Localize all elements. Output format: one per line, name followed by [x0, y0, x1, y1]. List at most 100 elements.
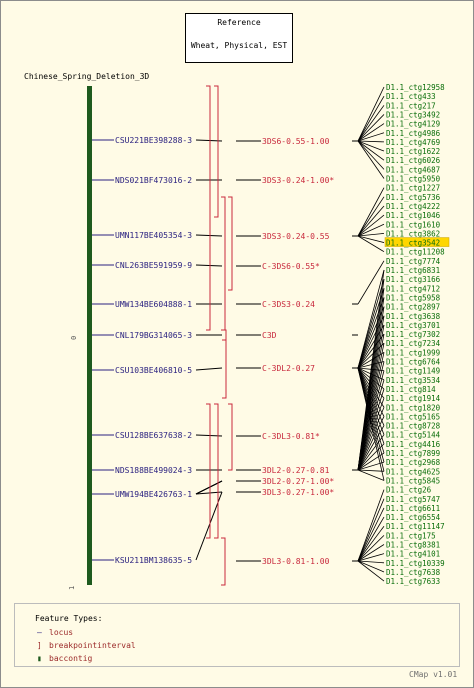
contig-label: D1.1_ctg5845	[386, 476, 440, 485]
contig-label: D1.1_ctg11147	[386, 522, 445, 531]
contig-link-line	[357, 443, 385, 471]
contig-label: D1.1_ctg5144	[386, 431, 441, 440]
contig-label: D1.1_ctg1227	[386, 184, 440, 193]
interval-label: C-3DL2-0.27	[262, 364, 315, 373]
contig-link-line	[357, 544, 385, 562]
breakpoint-bracket	[214, 403, 219, 539]
locus-label: KSU211BM138635-5	[115, 556, 192, 565]
interval-label: C-3DS3-0.24	[262, 300, 315, 309]
comparative-map-diagram: Chinese_Spring_Deletion_3D01CSU221BE3982…	[24, 72, 450, 590]
interval-label: C-3DS6-0.55*	[262, 262, 320, 271]
contig-link-line	[357, 95, 385, 142]
contig-link-line	[357, 196, 385, 237]
interval-label: 3DS6-0.55-1.00	[262, 137, 330, 146]
interval-label: C-3DL3-0.81*	[262, 432, 320, 441]
contig-link-line	[357, 205, 385, 237]
interval-label: C3D	[262, 331, 277, 340]
contig-label: D1.1_ctg4687	[386, 165, 440, 174]
contig-label: D1.1_ctg4222	[386, 202, 440, 211]
breakpoint-bracket	[206, 85, 211, 331]
contig-link-line	[357, 132, 385, 142]
contig-label: D1.1_ctg1610	[386, 220, 441, 229]
contig-label: D1.1_ctg3862	[386, 229, 440, 238]
interval-label: 3DS3-0.24-1.00*	[262, 176, 334, 185]
locus-interval-link	[195, 264, 223, 267]
contig-link-line	[357, 416, 385, 471]
contig-link-line	[357, 105, 385, 142]
version-label: CMap v1.01	[409, 670, 458, 679]
locus-label: UMW134BE604888-1	[115, 300, 192, 309]
contig-link-line	[357, 407, 385, 471]
locus-label: CSU103BE406810-5	[115, 366, 192, 375]
breakpoint-bracket	[214, 85, 219, 218]
breakpoint-bracket	[206, 403, 211, 539]
contig-link-line	[357, 535, 385, 562]
contig-label: D1.1_ctg5747	[386, 495, 440, 504]
locus-label: NDS021BF473016-2	[115, 176, 192, 185]
contig-label: D1.1_ctg4625	[386, 467, 440, 476]
contig-label: D1.1_ctg5958	[386, 293, 441, 302]
interval-label: 3DL3-0.27-1.00*	[262, 488, 334, 497]
contig-link-line	[357, 469, 385, 481]
legend-item-locus: —locus	[37, 628, 74, 637]
contig-link-line	[357, 560, 385, 564]
contig-label: D1.1_ctg3492	[386, 110, 440, 119]
locus-label: NDS188BE499024-3	[115, 466, 192, 475]
breakpoint-bracket	[228, 403, 233, 471]
locus-label: CNL263BE591959-9	[115, 261, 192, 270]
contig-label: D1.1_ctg814	[386, 385, 436, 394]
breakpoint-bracket	[221, 196, 226, 331]
contig-label: D1.1_ctg8728	[386, 422, 441, 431]
contig-link-line	[357, 498, 385, 562]
bar-icon: ▮	[37, 654, 42, 663]
contig-label: D1.1_ctg3534	[386, 376, 441, 385]
legend: Feature Types: —locus ]breakpointinterva…	[14, 603, 460, 667]
map-title: Chinese_Spring_Deletion_3D	[24, 72, 149, 81]
contig-link-line	[357, 553, 385, 562]
contig-label: D1.1_ctg7633	[386, 577, 440, 586]
contig-label: D1.1_ctg7638	[386, 568, 441, 577]
contig-link-line	[357, 370, 385, 471]
contig-link-line	[357, 233, 385, 237]
locus-label: CSU221BE398288-3	[115, 136, 192, 145]
contig-link-line	[357, 560, 385, 582]
locus-label: UMN117BE405354-3	[115, 231, 192, 240]
contig-link-line	[357, 425, 385, 471]
contig-label: D1.1_ctg175	[386, 531, 436, 540]
contig-link-line	[357, 525, 385, 562]
scale-end-label: 1	[68, 586, 76, 590]
locus-label: CSU128BE637638-2	[115, 431, 192, 440]
bracket-icon: ]	[37, 641, 42, 650]
contig-link-line	[357, 260, 385, 305]
contig-label: D1.1_ctg11208	[386, 248, 445, 257]
contig-link-line	[357, 140, 385, 143]
contig-label: D1.1_ctg3542	[386, 239, 440, 248]
interval-label: 3DL2-0.27-0.81	[262, 466, 330, 475]
contig-label: D1.1_ctg7899	[386, 449, 440, 458]
line-icon: —	[37, 628, 42, 637]
contig-link-line	[357, 235, 385, 253]
contig-label: D1.1_ctg3638	[386, 312, 441, 321]
contig-link-line	[357, 379, 385, 471]
contig-link-line	[357, 269, 385, 369]
breakpoint-bracket	[222, 339, 227, 399]
contig-link-line	[357, 397, 385, 471]
breakpoint-bracket	[221, 537, 226, 586]
contig-label: D1.1_ctg4129	[386, 120, 440, 129]
contig-label: D1.1_ctg6554	[386, 513, 441, 522]
reference-title: Reference	[217, 18, 261, 27]
contig-link-line	[357, 560, 385, 573]
contig-link-line	[357, 452, 385, 471]
legend-title: Feature Types:	[35, 614, 103, 623]
interval-label: 3DS3-0.24-0.55	[262, 232, 330, 241]
reference-subtitle: Wheat, Physical, EST	[190, 41, 288, 50]
contig-label: D1.1_ctg10339	[386, 559, 445, 568]
contig-label: D1.1_ctg5950	[386, 175, 441, 184]
breakpoint-bracket	[228, 196, 233, 291]
contig-label: D1.1_ctg4986	[386, 129, 441, 138]
contig-link-line	[357, 235, 385, 243]
contig-label: D1.1_ctg1820	[386, 403, 441, 412]
contig-label: D1.1_ctg4416	[386, 440, 441, 449]
interval-label: 3DL3-0.81-1.00	[262, 557, 330, 566]
contig-link-line	[357, 123, 385, 142]
